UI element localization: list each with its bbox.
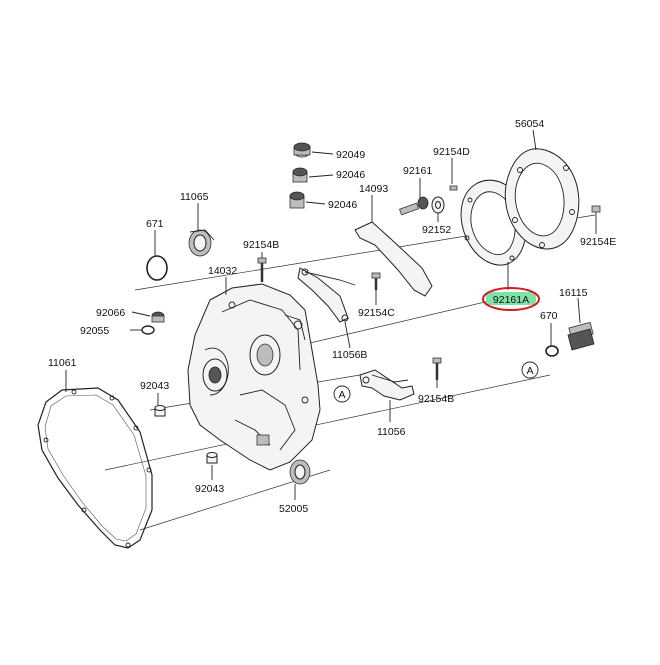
part-56054-cover-plate <box>504 129 580 250</box>
label-11061: 11061 <box>48 357 77 369</box>
part-92046-cap-bottom <box>289 191 326 209</box>
label-14032: 14032 <box>208 265 237 277</box>
label-16115: 16115 <box>559 287 588 299</box>
label-671: 671 <box>146 218 164 230</box>
part-16115-filler-cap <box>567 297 595 351</box>
label-14093: 14093 <box>359 183 388 195</box>
label-92066: 92066 <box>96 307 125 319</box>
part-92154b-bolt-bottom <box>432 357 442 388</box>
label-92049: 92049 <box>336 149 365 161</box>
part-670-o-ring <box>545 323 559 357</box>
part-92161-bolt <box>399 178 429 216</box>
svg-text:A: A <box>338 389 345 401</box>
ref-marker-a-left: A <box>333 385 351 403</box>
label-92043-b: 92043 <box>195 483 224 495</box>
part-92154d-bolt <box>449 158 458 191</box>
label-92046-a: 92046 <box>336 169 365 181</box>
part-number-labels: 92049 92046 92046 14093 92161 92154D 560… <box>48 118 616 515</box>
part-11056-bracket <box>359 369 415 422</box>
label-92152: 92152 <box>422 224 451 236</box>
part-92043-dowel-b <box>206 452 218 480</box>
part-11065-seal <box>188 203 215 257</box>
svg-text:A: A <box>526 365 533 377</box>
part-92154b-bolt-top <box>257 252 267 282</box>
label-92046-b: 92046 <box>328 199 357 211</box>
label-11056: 11056 <box>377 426 406 438</box>
part-671-o-ring <box>146 230 168 281</box>
part-92046-cap-top <box>292 167 334 183</box>
label-92154d: 92154D <box>433 146 470 158</box>
label-92154b-top: 92154B <box>243 239 279 251</box>
highlighted-part-callout[interactable]: 92161A <box>482 287 540 311</box>
part-92154e-bolt <box>591 205 601 234</box>
part-92055-washer <box>130 325 155 335</box>
part-11056b-bracket <box>297 267 356 349</box>
label-92161: 92161 <box>403 165 432 177</box>
ref-marker-a-right: A <box>521 361 539 379</box>
label-52005: 52005 <box>279 503 308 515</box>
label-92154b-bottom: 92154B <box>418 393 454 405</box>
part-14093-chain-guide <box>354 195 433 297</box>
assembly-guide-lines <box>104 214 596 531</box>
part-52005-cap <box>289 459 311 500</box>
part-92152-collar <box>431 196 445 222</box>
label-92055: 92055 <box>80 325 109 337</box>
part-92154c-bolt <box>371 272 381 305</box>
label-670: 670 <box>540 310 558 322</box>
label-92154e: 92154E <box>580 236 616 248</box>
part-14032-cover <box>187 277 321 471</box>
label-92043-a: 92043 <box>140 380 169 392</box>
part-11061-gasket <box>37 370 153 549</box>
label-92154c: 92154C <box>358 307 395 319</box>
part-92049-plug <box>293 142 334 158</box>
part-92066-plug <box>131 311 165 323</box>
label-56054: 56054 <box>515 118 544 130</box>
label-92161a: 92161A <box>493 294 529 306</box>
part-92043-dowel-a <box>154 393 166 417</box>
label-11056b: 11056B <box>332 349 367 361</box>
label-11065: 11065 <box>180 191 209 203</box>
